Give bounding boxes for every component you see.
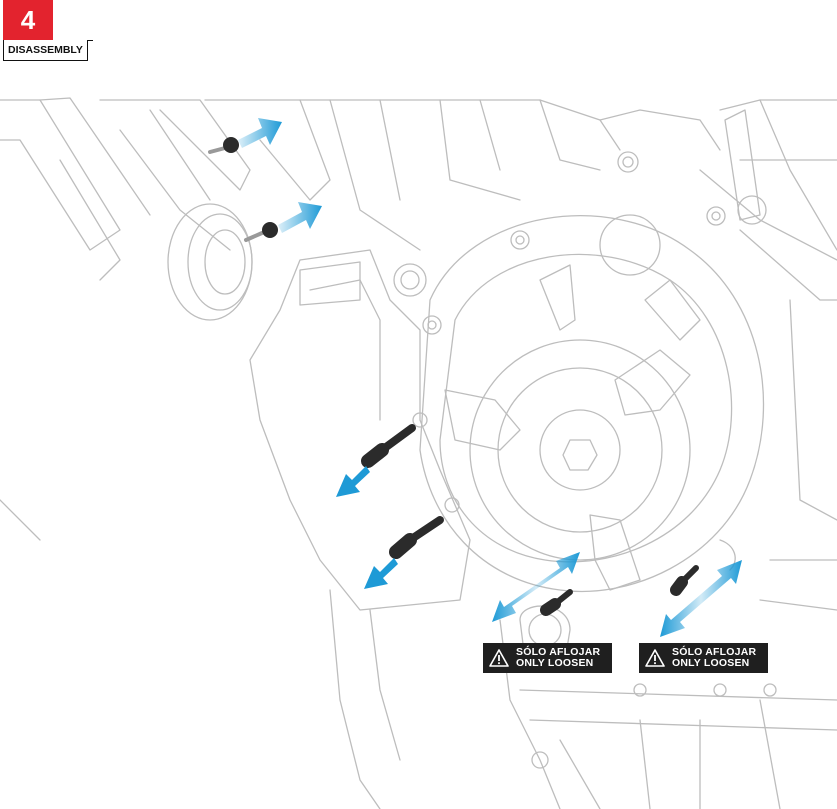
bolt-bottom-right [670,565,699,596]
section-label: DISASSEMBLY [3,40,88,61]
warning-line-en: ONLY LOOSEN [672,657,750,669]
bolt-lower-left-2 [389,516,444,559]
bolt-lower-left-1 [361,424,416,468]
double-arrow-icon [492,552,742,637]
bolt-bottom-center [540,589,573,616]
nut-top-2 [244,222,278,242]
warning-triangle-icon [489,649,509,667]
warning-line-es: SÓLO AFLOJAR [516,646,601,658]
arrow-top-1 [238,118,282,148]
double-arrow-right [660,560,742,637]
warning-line-en: ONLY LOOSEN [516,657,594,669]
arrow-top-2 [278,202,322,233]
engine-line-art [0,97,837,809]
double-arrow-center [492,552,580,622]
nut-top-1 [208,137,239,154]
bolt-group [208,137,699,616]
step-number-badge: 4 [3,0,53,40]
arrow-left-1 [336,466,370,497]
arrow-left-2 [364,558,398,589]
warning-label-loosen-1: SÓLO AFLOJAR ONLY LOOSEN [483,643,612,673]
warning-triangle-icon [645,649,665,667]
arrow-icon [238,118,398,589]
warning-label-loosen-2: SÓLO AFLOJAR ONLY LOOSEN [639,643,768,673]
warning-line-es: SÓLO AFLOJAR [672,646,757,658]
